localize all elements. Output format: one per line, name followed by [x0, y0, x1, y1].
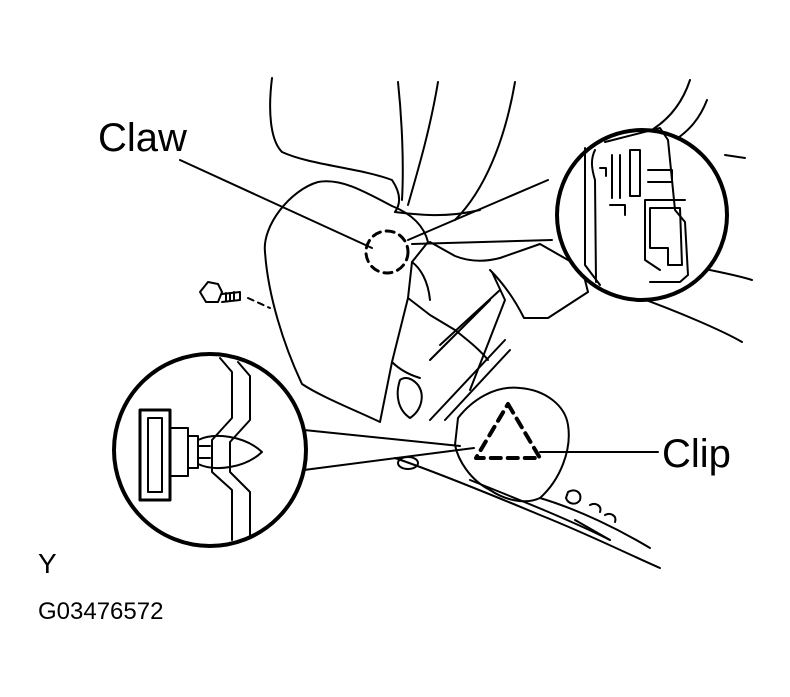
- screw: [200, 282, 270, 308]
- clip-detail-inset: [114, 354, 306, 546]
- clip-block: [455, 388, 569, 502]
- claw-location-marker: [366, 231, 408, 273]
- bracket: [398, 244, 588, 420]
- claw-label: Claw: [98, 116, 187, 160]
- view-label: Y: [38, 548, 57, 579]
- claw-detail-inset: [557, 128, 727, 300]
- clip-label: Clip: [662, 432, 731, 476]
- background-body-panel: [270, 78, 752, 342]
- callout-lines: [180, 160, 658, 470]
- lower-rail: [395, 457, 660, 568]
- figure-code: G03476572: [38, 598, 164, 625]
- clip-location-marker: [476, 404, 540, 458]
- trim-cover: [265, 181, 500, 422]
